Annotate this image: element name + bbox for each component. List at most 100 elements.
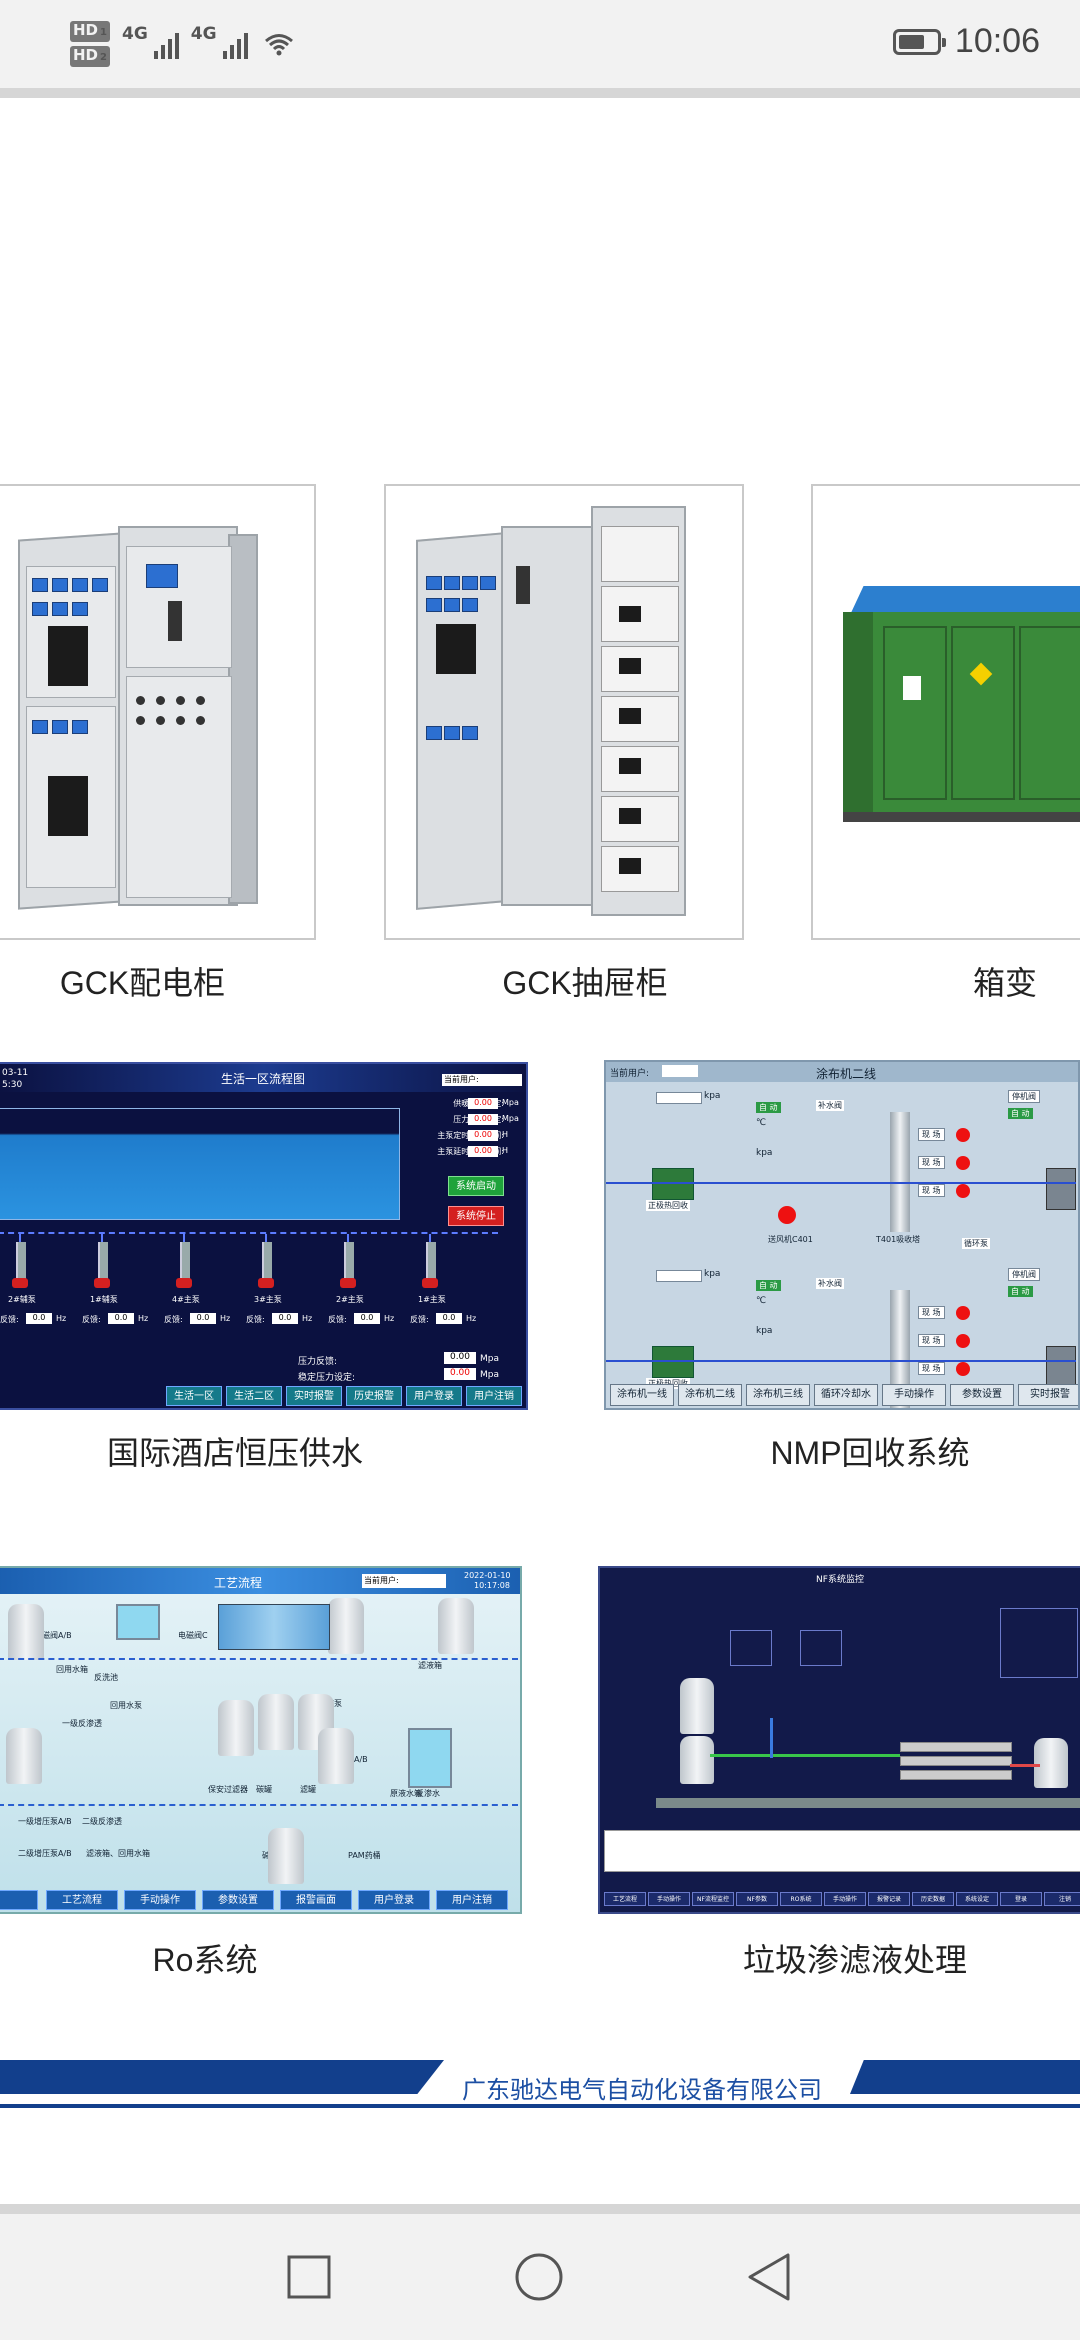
screen-nav-button[interactable]: 手动操作: [648, 1892, 690, 1906]
tank-icon: [680, 1678, 714, 1734]
user-box[interactable]: 当前用户:: [442, 1074, 522, 1086]
valve-icon: [956, 1184, 970, 1198]
pipe: [183, 1234, 187, 1242]
screen-nav-button[interactable]: 用户注销: [436, 1890, 508, 1910]
node-label: 送风机C401: [768, 1235, 813, 1244]
screen-nav-button[interactable]: 工艺流程: [46, 1890, 118, 1910]
param-value: 0.00: [468, 1130, 498, 1141]
home-button[interactable]: [514, 2252, 564, 2302]
product-card-box-transformer[interactable]: [811, 484, 1080, 940]
screen-nav-button[interactable]: 历史数据: [912, 1892, 954, 1906]
pressure-feedback-label: 压力反馈:: [298, 1357, 338, 1367]
user-box[interactable]: 当前用户:: [362, 1574, 446, 1588]
filter-press-icon: [218, 1604, 330, 1650]
node-label: PAM药桶: [348, 1851, 381, 1860]
screen-nav-button[interactable]: 实时报警: [286, 1386, 342, 1406]
recent-apps-button[interactable]: [284, 2252, 334, 2302]
screen-date: 2022-01-10: [464, 1571, 511, 1580]
clock: 10:06: [954, 22, 1040, 60]
product-label[interactable]: 箱变: [972, 965, 1037, 1001]
unit-label: kpa: [704, 1091, 721, 1101]
drawer-cabinet-image: [416, 506, 716, 926]
status-divider: [0, 88, 1080, 98]
tank-icon: [268, 1828, 304, 1884]
screen-nav-button[interactable]: RO系统: [780, 1892, 822, 1906]
screen-nav-button[interactable]: 用户注销: [466, 1386, 522, 1406]
screen-nav-button[interactable]: 循环冷却水: [814, 1384, 878, 1406]
screen-nav-button[interactable]: 用户登录: [358, 1890, 430, 1910]
product-label[interactable]: GCK配电柜: [59, 965, 226, 1001]
freq-value: 0.0: [190, 1313, 216, 1324]
case-label[interactable]: 国际酒店恒压供水: [106, 1435, 363, 1471]
product-card-gck-drawer[interactable]: [384, 484, 744, 940]
screen-nav-button[interactable]: NF参数: [736, 1892, 778, 1906]
case-screen-hotel-water[interactable]: 生活一区流程图 03-11 5:30 当前用户: 供暖压力设定:0.00Mpa压…: [0, 1062, 528, 1410]
node-label: 二级反渗透: [82, 1817, 122, 1826]
pump-label: 1#主泵: [418, 1295, 446, 1304]
screen-nav-button[interactable]: 手动操作: [882, 1384, 946, 1406]
status-auto: 自 动: [756, 1102, 781, 1113]
screen-nav-button[interactable]: 生活一区: [166, 1386, 222, 1406]
case-label[interactable]: NMP回收系统: [770, 1435, 970, 1471]
wifi-icon: [264, 34, 293, 56]
membrane-icon: [900, 1756, 1012, 1766]
product-label[interactable]: GCK抽屉柜: [502, 965, 668, 1001]
status-stop: 停机阀: [1008, 1268, 1040, 1281]
screen-nav-button[interactable]: 工艺流程: [604, 1892, 646, 1906]
screen-title: NF系统监控: [816, 1575, 864, 1585]
param-unit: Mpa: [502, 1114, 519, 1123]
screen-nav-button-partial[interactable]: [0, 1890, 38, 1910]
system-start-button[interactable]: 系统启动: [448, 1176, 504, 1196]
screen-nav-button[interactable]: 涂布机三线: [746, 1384, 810, 1406]
screen-nav-button[interactable]: 实时报警: [1018, 1384, 1078, 1406]
screen-nav-button[interactable]: 注销: [1044, 1892, 1080, 1906]
pump-icon: [262, 1242, 272, 1280]
screen-nav-button[interactable]: 涂布机二线: [678, 1384, 742, 1406]
screen-nav-button[interactable]: 登录: [1000, 1892, 1042, 1906]
status-local: 现 场: [918, 1128, 945, 1141]
tank-icon: [1034, 1738, 1068, 1788]
pressure-feedback-value: 0.00: [444, 1352, 476, 1364]
screen-nav-button[interactable]: 手动操作: [124, 1890, 196, 1910]
case-label[interactable]: 垃圾渗滤液处理: [742, 1942, 967, 1978]
param-value: 0.00: [468, 1114, 498, 1125]
pipe: [429, 1234, 433, 1242]
node-label: 正极热回收: [646, 1378, 690, 1389]
screen-nav-button[interactable]: 报警画面: [280, 1890, 352, 1910]
pipe: [265, 1234, 269, 1242]
pump-icon: [344, 1242, 354, 1280]
case-label[interactable]: Ro系统: [152, 1942, 258, 1978]
water-tank-level: [0, 1108, 400, 1220]
screen-nav-button[interactable]: 历史报警: [346, 1386, 402, 1406]
system-stop-button[interactable]: 系统停止: [448, 1206, 504, 1226]
unit-label: kpa: [704, 1269, 721, 1279]
cooler-icon: [1046, 1168, 1076, 1210]
freq-unit: Hz: [302, 1314, 313, 1323]
freq-value: 0.0: [26, 1313, 52, 1324]
user-label: 当前用户:: [610, 1069, 650, 1079]
tank-icon: [258, 1694, 294, 1750]
node-label: 回用水箱: [56, 1665, 88, 1674]
product-card-gck-distribution[interactable]: [0, 484, 316, 940]
screen-nav-button[interactable]: 参数设置: [950, 1384, 1014, 1406]
back-button[interactable]: [744, 2252, 794, 2302]
screen-nav-button[interactable]: 生活二区: [226, 1386, 282, 1406]
network-type-1: 4G: [121, 24, 148, 44]
screen-nav-button[interactable]: 用户登录: [406, 1386, 462, 1406]
freq-unit: Hz: [138, 1314, 149, 1323]
screen-nav-button[interactable]: 涂布机一线: [610, 1384, 674, 1406]
value-box: [656, 1092, 702, 1104]
tank-icon: [680, 1736, 714, 1784]
screen-nav-button[interactable]: 参数设置: [202, 1890, 274, 1910]
screen-nav-button[interactable]: NF流程监控: [692, 1892, 734, 1906]
signal-bars-2-icon: [222, 29, 248, 59]
node-label: 反渗水: [416, 1789, 440, 1798]
screen-nav-button[interactable]: 系统设定: [956, 1892, 998, 1906]
screen-nav-button[interactable]: 手动操作: [824, 1892, 866, 1906]
freq-unit: Hz: [384, 1314, 395, 1323]
screen-nav-button[interactable]: 报警记录: [868, 1892, 910, 1906]
